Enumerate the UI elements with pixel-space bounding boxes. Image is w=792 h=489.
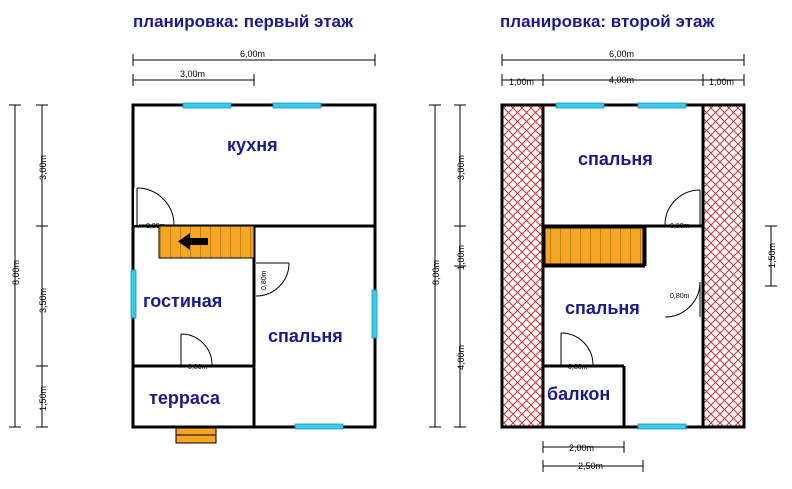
stairs xyxy=(544,227,644,265)
door-width-label: 0,80m xyxy=(188,364,208,371)
door-kitchen: 0,80m xyxy=(134,187,175,230)
room-balcony: балкон xyxy=(547,384,610,404)
dim-middle: 4,00m xyxy=(609,75,634,85)
dim-width-total: 6,00m xyxy=(240,49,265,59)
plan2-title: планировка: второй этаж xyxy=(500,12,715,31)
window xyxy=(371,289,378,339)
dim-bottom-a: 2,00m xyxy=(569,443,594,453)
dim-height-total: 8,00m xyxy=(431,260,441,285)
dim-right: 1,00m xyxy=(709,77,734,87)
door-bedroom-top: 0,80m xyxy=(664,189,701,230)
door-width-label: 0,80m xyxy=(670,223,690,230)
room-bedroom: спальня xyxy=(268,326,343,346)
room-living: гостиная xyxy=(143,291,222,311)
door-width-label: 0,80m xyxy=(261,270,268,290)
stairs-arrow-icon xyxy=(178,233,208,250)
door-terrace: 0,80m xyxy=(180,333,213,371)
dim-seg-mid: 3,50m xyxy=(38,288,48,313)
room-kitchen: кухня xyxy=(227,135,278,155)
door-width-label: 0,80m xyxy=(146,223,166,230)
room-bedroom-top: спальня xyxy=(578,149,653,169)
window xyxy=(555,102,605,109)
window xyxy=(272,102,322,109)
hatched-zone-left xyxy=(502,105,543,427)
window xyxy=(182,102,232,109)
dim-width-half: 3,00m xyxy=(180,69,205,79)
window xyxy=(130,269,137,319)
dim-seg-bottom: 4,00m xyxy=(456,345,466,370)
window xyxy=(637,423,687,430)
hatched-zone-right xyxy=(703,105,744,427)
door-bedroom-bottom: 0,80m xyxy=(664,281,701,318)
dim-seg-top: 3,00m xyxy=(456,155,466,180)
dim-width-total: 6,00m xyxy=(609,49,634,59)
room-bedroom-bottom: спальня xyxy=(565,298,640,318)
dim-seg-mid: 1,00m xyxy=(456,245,466,270)
door-width-label: 0,80m xyxy=(670,293,690,300)
dim-seg-top: 3,00m xyxy=(38,155,48,180)
room-terrace: терраса xyxy=(149,388,221,408)
plan-first-floor: планировка: первый этаж 6,00m 3,00m 8,00… xyxy=(9,12,378,444)
door-bedroom: 0,80m xyxy=(255,262,290,297)
window xyxy=(294,423,344,430)
plan1-title: планировка: первый этаж xyxy=(133,12,354,31)
dim-seg-bottom: 1,50m xyxy=(38,386,48,411)
dim-height-total: 8,00m xyxy=(11,260,21,285)
door-balcony: 0,80m xyxy=(560,332,594,371)
door-width-label: 0,80m xyxy=(568,364,588,371)
plan-second-floor: планировка: второй этаж 6,00m 1,00m 4,00… xyxy=(429,12,777,472)
dim-bottom-b: 2,50m xyxy=(578,461,603,471)
dim-right-side: 1,50m xyxy=(767,243,777,268)
window xyxy=(637,102,687,109)
dim-left: 1,00m xyxy=(509,77,534,87)
